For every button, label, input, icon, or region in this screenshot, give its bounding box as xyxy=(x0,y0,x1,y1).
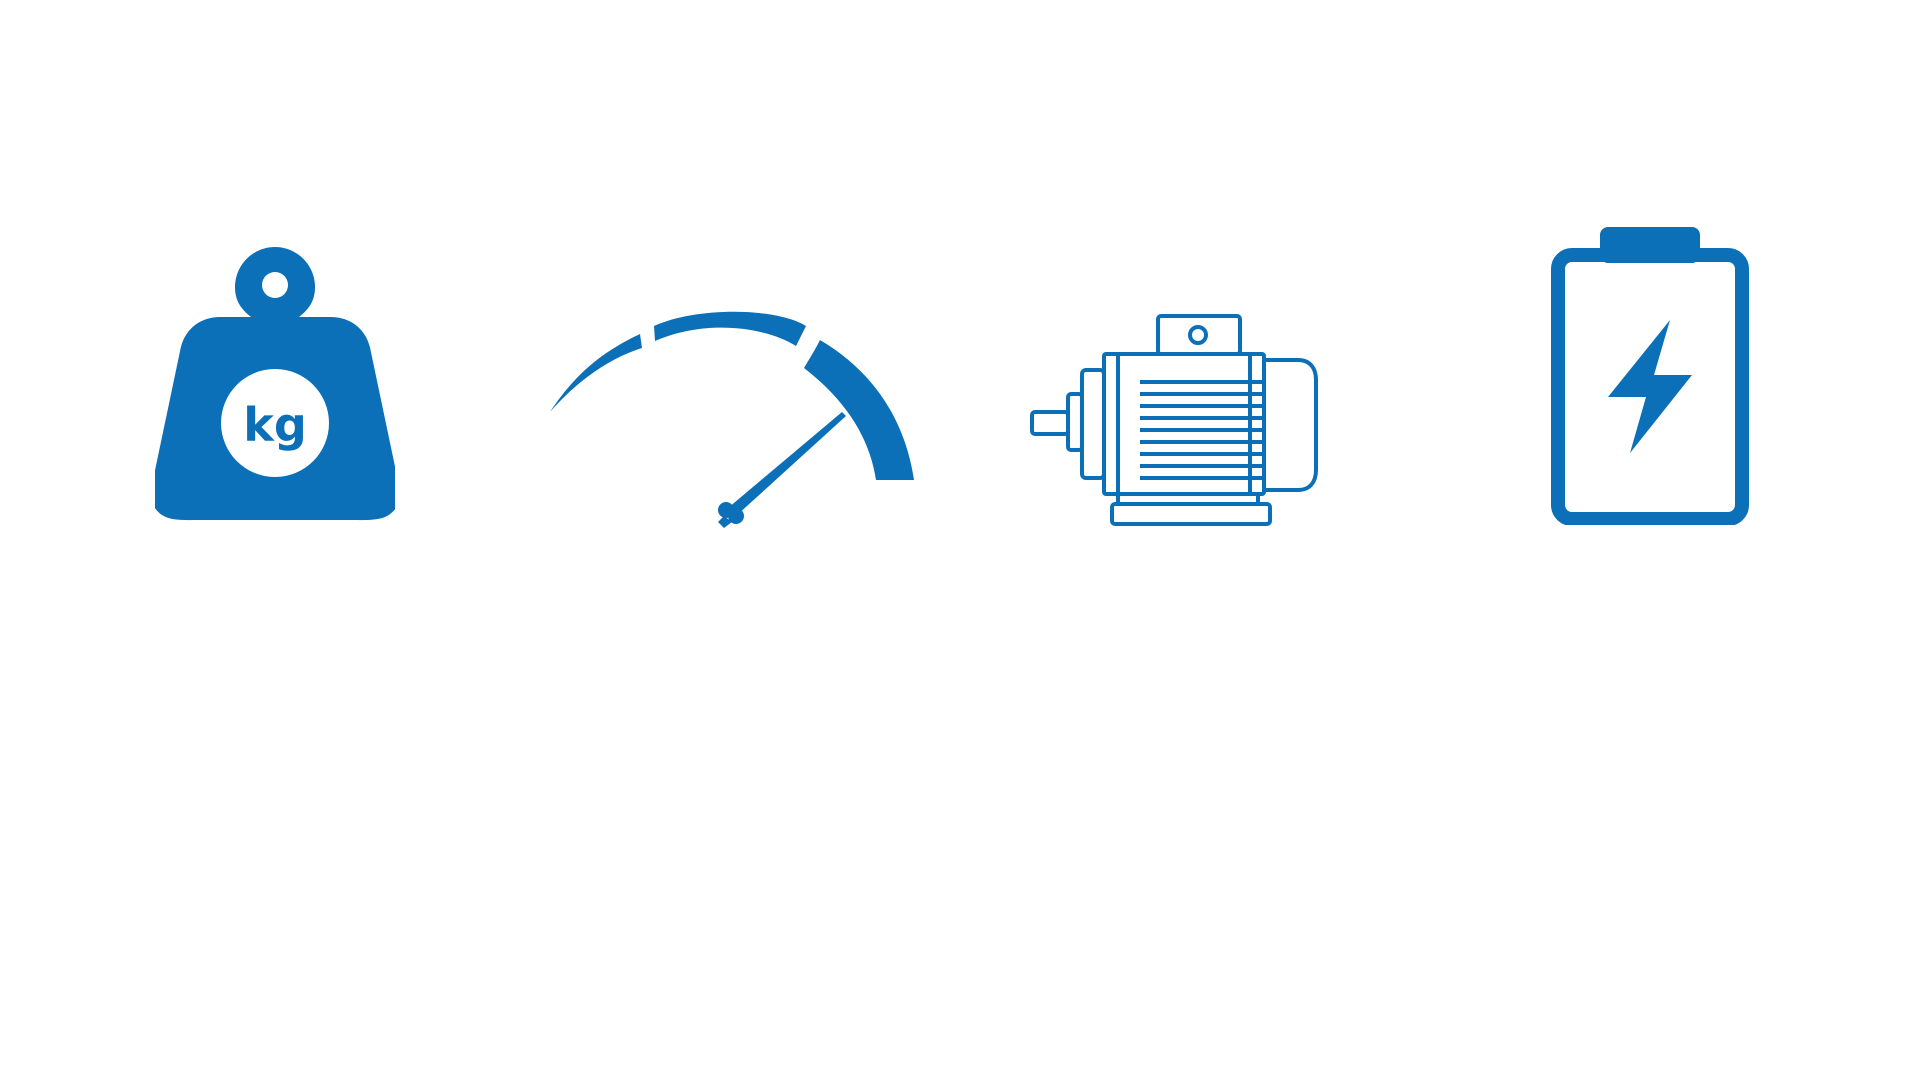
battery-charging-icon xyxy=(1550,225,1750,525)
weight-icon: kg xyxy=(155,245,395,530)
electric-motor-icon xyxy=(1030,312,1340,530)
speedometer-icon xyxy=(548,310,918,530)
weight-label: kg xyxy=(243,398,307,452)
